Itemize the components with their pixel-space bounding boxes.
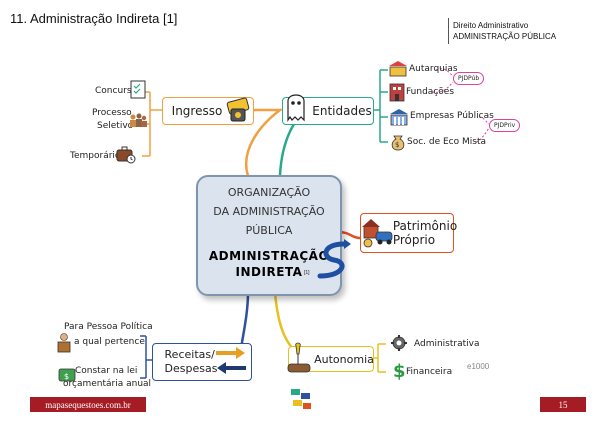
receitas-item-pessoa-politica-line2: a qual pertence	[74, 337, 145, 347]
ghost-icon	[287, 94, 305, 122]
public-company-icon	[390, 109, 408, 126]
dollar-icon: $	[393, 361, 406, 380]
central-topic-highlight-line2: INDIRETA	[235, 265, 303, 279]
branch-receitas: Receitas/ Despesas	[152, 343, 252, 381]
page-title: 11. Administração Indireta [1]	[10, 11, 178, 26]
connector-pill-private	[475, 116, 490, 143]
briefcase-clock-icon	[116, 146, 136, 164]
badge-pjd-privado: PJDPriv	[489, 119, 521, 132]
entidades-item-fundacoes: Fundações	[406, 87, 455, 97]
connector-ingresso	[245, 108, 284, 177]
foundation-building-icon	[389, 83, 405, 102]
svg-text:$: $	[393, 361, 406, 380]
ticket-icon	[226, 97, 250, 122]
ingresso-item-processo: Processo	[92, 108, 132, 118]
connector-receitas-items	[140, 335, 152, 379]
people-icon	[130, 113, 147, 127]
branch-ingresso-label: Ingresso	[171, 104, 223, 118]
svg-text:$: $	[395, 141, 399, 149]
entidades-item-autarquias: Autarquias	[409, 64, 458, 74]
money-bag-icon: $	[391, 135, 405, 151]
branch-patrimonio-line2: Próprio	[392, 233, 436, 247]
branch-autonomia-label: Autonomia	[314, 352, 374, 366]
receitas-item-lei-orcamentaria-line1: Constar na lei	[75, 366, 138, 376]
ingresso-item-temporario: Temporário	[70, 151, 121, 161]
central-topic-highlight-line1: ADMINISTRAÇÃO	[208, 249, 330, 263]
subject-box: Direito Administrativo ADMINISTRAÇÃO PÚB…	[448, 18, 556, 44]
central-topic-reference: [1]	[304, 270, 310, 276]
connector-autonomia-items	[372, 343, 386, 373]
svg-text:$: $	[64, 372, 69, 381]
entidades-item-sociedade-economia-mista: Soc. de Eco Mista	[407, 137, 487, 147]
branch-receitas-line2: Despesas	[164, 362, 218, 375]
central-topic-line2: DA ADMINISTRAÇÃO	[213, 205, 325, 218]
connector-ingresso-items	[142, 91, 162, 157]
ingresso-item-concurso: Concurso	[95, 86, 138, 96]
subject-discipline: Direito Administrativo	[453, 21, 529, 30]
receitas-item-pessoa-politica-line1: Para Pessoa Política	[64, 322, 153, 332]
autonomia-item-administrativa: Administrativa	[414, 339, 480, 349]
brand-logo-icon	[291, 389, 311, 409]
map-code: e1000	[467, 362, 490, 371]
autonomy-icon	[287, 342, 311, 373]
subject-topic: ADMINISTRAÇÃO PÚBLICA	[453, 32, 557, 41]
entidades-item-empresas-publicas: Empresas Públicas	[410, 111, 494, 121]
gear-icon	[391, 335, 407, 351]
budget-money-icon: $	[58, 368, 76, 382]
politician-podium-icon	[57, 333, 71, 353]
badge-pjd-publico: PJDPúb	[453, 72, 485, 85]
receitas-item-lei-orcamentaria-line2: orçamentária anual	[63, 379, 152, 389]
s-curve-arrow-icon	[317, 239, 351, 279]
checklist-icon	[130, 80, 146, 99]
in-out-arrows-icon	[216, 347, 246, 374]
branch-receitas-line1: Receitas/	[164, 348, 215, 361]
autonomia-item-financeira: Financeira	[406, 367, 453, 377]
assets-icon	[362, 219, 393, 248]
branch-patrimonio-line1: Patrimônio	[392, 219, 458, 233]
connector-pill-public	[431, 68, 454, 93]
government-building-icon	[389, 61, 407, 77]
footer-page-number: 15	[540, 397, 586, 412]
central-topic-line3: PÚBLICA	[245, 224, 293, 237]
footer-site-link[interactable]: mapasequestoes.com.br	[30, 397, 146, 412]
branch-entidades-label: Entidades	[312, 104, 372, 118]
central-topic-line1: ORGANIZAÇÃO	[227, 186, 311, 199]
branch-patrimonio: Patrimônio Próprio	[360, 213, 458, 253]
connector-entidades-items	[372, 69, 388, 143]
ingresso-item-seletivo: Seletivo	[97, 121, 134, 131]
